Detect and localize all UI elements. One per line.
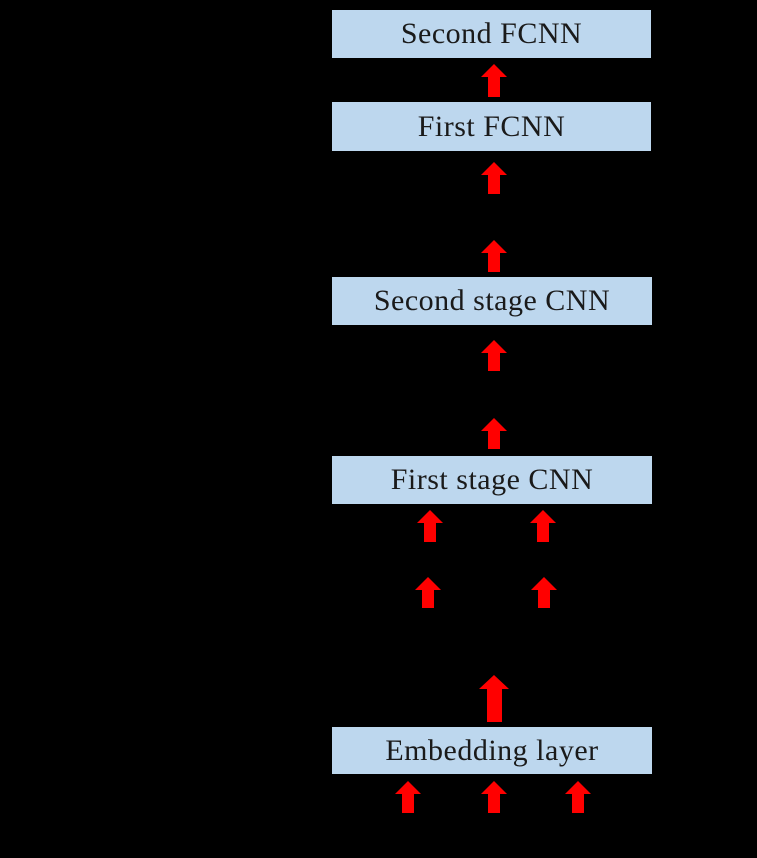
up-arrow-icon: [531, 577, 557, 608]
up-arrow-icon: [481, 64, 507, 97]
arrow-shaft: [537, 523, 549, 542]
arrow-shaft: [488, 794, 500, 813]
arrow-head: [481, 340, 507, 353]
arrow-head: [479, 675, 509, 689]
up-arrow-icon: [481, 340, 507, 371]
arrow-shaft: [488, 353, 500, 371]
node-first-stage-cnn-label: First stage CNN: [390, 463, 594, 496]
up-arrow-icon: [481, 162, 507, 194]
arrow-head: [395, 781, 421, 794]
up-arrow-icon: [417, 510, 443, 542]
arrow-shaft: [488, 431, 500, 449]
up-arrow-icon: [415, 577, 441, 608]
arrow-shaft: [424, 523, 436, 542]
arrow-head: [415, 577, 441, 590]
node-embedding-layer: Embedding layer: [332, 727, 652, 774]
arrow-head: [481, 240, 507, 253]
node-second-stage-cnn-label: Second stage CNN: [373, 284, 611, 317]
node-second-stage-cnn: Second stage CNN: [332, 277, 652, 325]
arrow-head: [565, 781, 591, 794]
arrow-shaft: [538, 590, 550, 608]
arrow-head: [417, 510, 443, 523]
node-second-fcnn: Second FCNN: [332, 10, 651, 58]
up-arrow-icon: [530, 510, 556, 542]
arrow-head: [531, 577, 557, 590]
arrow-head: [481, 162, 507, 175]
arrow-head: [481, 64, 507, 77]
node-first-stage-cnn: First stage CNN: [332, 456, 652, 504]
node-embedding-layer-label: Embedding layer: [385, 733, 599, 767]
arrow-shaft: [572, 794, 584, 813]
node-second-fcnn-label: Second FCNN: [400, 17, 583, 50]
up-arrow-icon: [479, 675, 509, 722]
node-first-fcnn-label: First FCNN: [417, 109, 566, 143]
up-arrow-icon: [395, 781, 421, 813]
arrow-shaft: [422, 590, 434, 608]
arrow-shaft: [486, 689, 502, 722]
node-first-fcnn: First FCNN: [332, 102, 651, 151]
arrow-head: [530, 510, 556, 523]
up-arrow-icon: [481, 240, 507, 272]
up-arrow-icon: [481, 781, 507, 813]
up-arrow-icon: [481, 418, 507, 449]
arrow-shaft: [402, 794, 414, 813]
arrow-shaft: [488, 253, 500, 272]
up-arrow-icon: [565, 781, 591, 813]
arrow-shaft: [488, 77, 500, 97]
arrow-head: [481, 418, 507, 431]
arrow-shaft: [488, 175, 500, 194]
arrow-head: [481, 781, 507, 794]
